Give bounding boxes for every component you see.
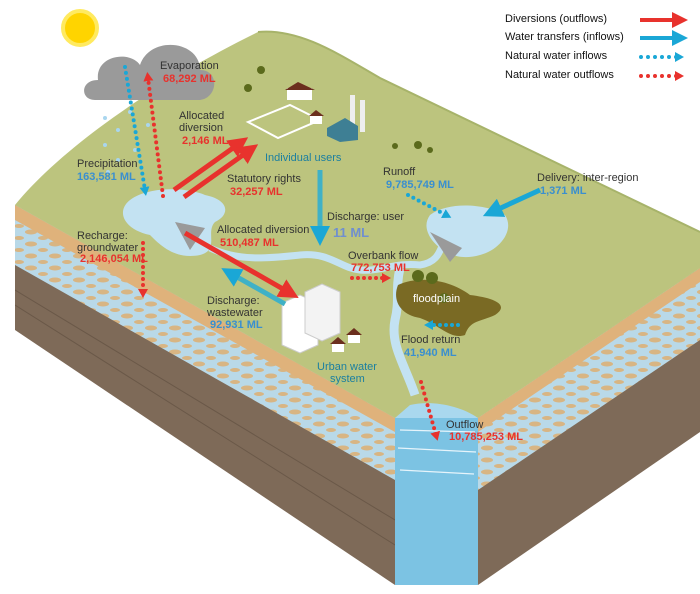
allocated-diversion-urban-label: Allocated diversion xyxy=(217,224,310,236)
rain-drops xyxy=(103,110,150,174)
outflow-value: 10,785,253 ML xyxy=(449,431,523,443)
delivery-label: Delivery: inter-region xyxy=(537,172,639,184)
precipitation-label: Precipitation xyxy=(77,158,138,170)
recharge-label1: Recharge: xyxy=(77,230,128,242)
dotted-runoff xyxy=(406,193,452,219)
runoff-value: 9,785,749 ML xyxy=(386,179,454,191)
outflow-label: Outflow xyxy=(446,419,484,431)
factory-chimney xyxy=(350,95,355,130)
evaporation-value: 68,292 ML xyxy=(163,73,216,85)
delivery-value: 1,371 ML xyxy=(540,185,587,197)
discharge-user-value: 11 ML xyxy=(333,225,370,240)
allocated-diversion-users-label1: Allocated xyxy=(179,110,225,122)
land-surface xyxy=(15,31,700,419)
arrow-allocated-diversion-users xyxy=(172,137,249,193)
flood-return-label: Flood return xyxy=(401,334,461,346)
flood-return-value: 41,940 ML xyxy=(404,347,457,359)
statutory-rights-label: Statutory rights xyxy=(227,173,301,185)
allocated-diversion-users-value: 2,146 ML xyxy=(182,135,229,147)
discharge-wastewater-label1: Discharge: xyxy=(207,295,260,307)
recharge-label2: groundwater xyxy=(77,242,139,254)
arrow-discharge-wastewater xyxy=(221,268,287,307)
urban-water-system-label2: system xyxy=(330,373,365,385)
arrow-delivery xyxy=(482,187,542,217)
legend-transfers: Water transfers (inflows) xyxy=(505,31,624,43)
overbank-value: 772,753 ML xyxy=(351,262,410,274)
dotted-precipitation xyxy=(123,65,150,196)
statutory-rights-value: 32,257 ML xyxy=(230,186,283,198)
individual-users-label: Individual users xyxy=(265,152,342,164)
runoff-label: Runoff xyxy=(383,166,416,178)
farmhouse xyxy=(287,88,312,100)
outflow-water-block xyxy=(395,418,478,585)
trees xyxy=(244,66,449,303)
discharge-wastewater-value: 92,931 ML xyxy=(210,319,263,331)
precipitation-value: 163,581 ML xyxy=(77,171,136,183)
legend-natural-outflows: Natural water outflows xyxy=(505,69,614,81)
evaporation-label: Evaporation xyxy=(160,60,219,72)
allocated-diversion-users-label2: diversion xyxy=(179,122,224,134)
overbank-label: Overbank flow xyxy=(348,250,419,262)
allocated-diversion-urban-value: 510,487 ML xyxy=(220,237,279,249)
floodplain-area xyxy=(396,279,501,337)
factory xyxy=(327,118,358,142)
dam-upper xyxy=(430,232,462,262)
recharge-value: 2,146,054 ML xyxy=(80,253,148,265)
discharge-wastewater-label2: wastewater xyxy=(207,307,263,319)
urban-water-system-label1: Urban water xyxy=(317,361,377,373)
arrow-allocated-diversion-urban xyxy=(183,230,299,298)
floodplain-label: floodplain xyxy=(413,293,461,305)
arrow-statutory-rights xyxy=(182,144,259,200)
urban-buildings xyxy=(281,283,362,354)
dotted-evaporation xyxy=(143,72,165,198)
discharge-user-label: Discharge: user xyxy=(327,211,405,223)
legend-diversions: Diversions (outflows) xyxy=(505,13,608,25)
sun-icon xyxy=(61,9,99,47)
legend-natural-inflows: Natural water inflows xyxy=(505,50,608,62)
